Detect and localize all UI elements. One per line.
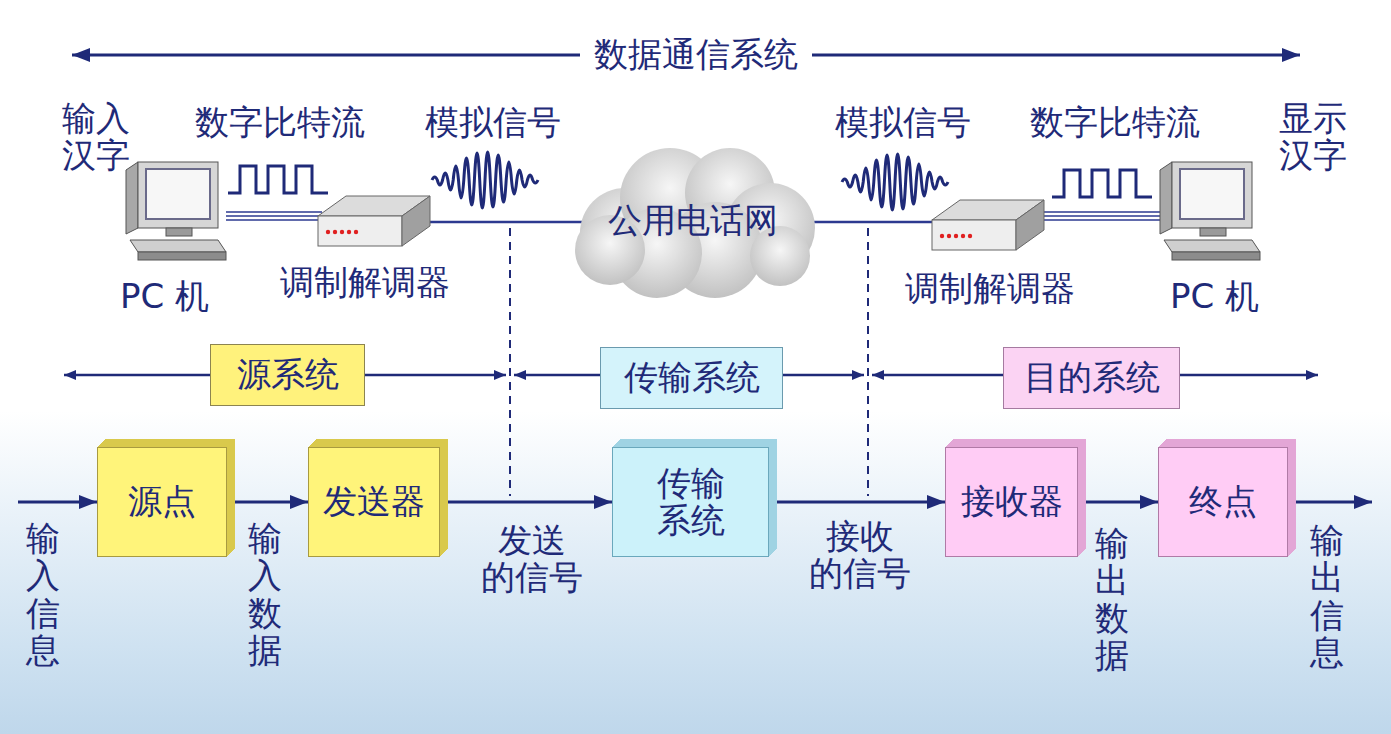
flow-arrow [440,501,612,504]
caption-label: 输入 汉字 [55,100,137,175]
diagram-title: 数据通信系统 [580,34,812,74]
signal-label: 数字比特流 [1030,104,1200,141]
flow-arrow [769,501,945,504]
node-label: 终点 [1189,483,1257,520]
system-band: 目的系统 [1003,347,1180,409]
process-box: 发送器 [308,447,440,557]
node-label: 源系统 [237,356,339,393]
node-label: 接收器 [961,483,1063,520]
network-cloud: 公用电话网 [565,138,820,303]
title-bar: 数据通信系统 [0,36,1391,73]
process-box: 传输 系统 [612,447,769,557]
caption-label: 显示 汉字 [1272,100,1354,175]
digital-waveform [1052,170,1152,197]
analog-waveform [842,154,948,210]
signal-label: 模拟信号 [835,104,971,141]
node-label: 公用电话网 [608,202,778,239]
node-label: 发送器 [323,483,425,520]
device-label: 调制解调器 [905,270,1075,307]
flow-arrow [227,501,308,504]
pc-icon [1160,162,1260,260]
device-label: 调制解调器 [280,264,450,301]
io-label: 输入信息 [26,520,60,670]
node-label: 传输 系统 [650,465,732,540]
signal-label: 模拟信号 [425,104,561,141]
signal-label: 发送 的信号 [478,522,587,597]
modem-icon [932,200,1044,250]
node-label: 目的系统 [1024,359,1160,396]
signal-label: 输出数据 [1095,525,1129,675]
signal-label: 数字比特流 [195,104,365,141]
device-label: PC 机 [1170,278,1259,315]
node-label: 源点 [128,483,196,520]
digital-waveform [228,166,328,193]
device-label: PC 机 [120,278,209,315]
pc-icon [126,162,226,260]
flow-arrow [1078,501,1158,504]
io-label: 输出信息 [1310,522,1344,672]
system-band: 源系统 [210,344,365,406]
process-box: 接收器 [945,447,1078,557]
process-box: 终点 [1158,447,1288,557]
node-label: 传输系统 [624,359,760,396]
signal-label: 输入数据 [248,520,282,670]
analog-waveform [432,152,538,208]
system-band: 传输系统 [600,347,783,409]
signal-label: 接收 的信号 [806,518,915,593]
process-box: 源点 [97,447,227,557]
modem-icon [318,196,430,246]
